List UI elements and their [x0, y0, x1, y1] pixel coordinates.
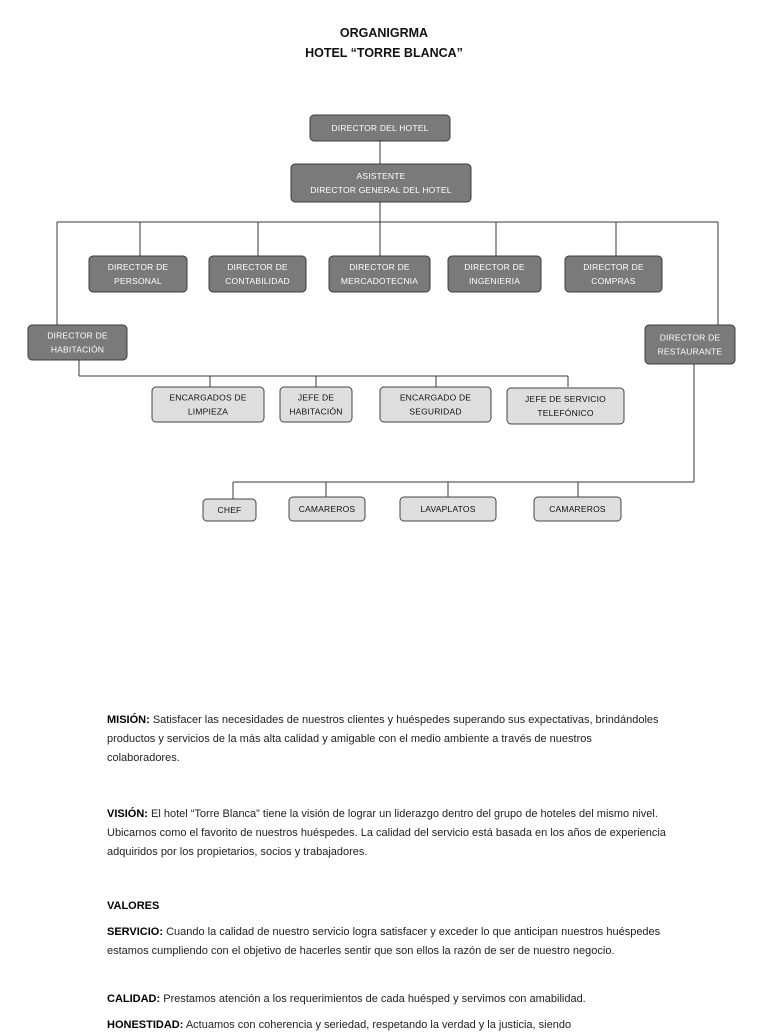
page-subtitle: HOTEL “TORRE BLANCA”: [305, 46, 463, 60]
servicio-paragraph: SERVICIO: Cuando la calidad de nuestro s…: [107, 923, 667, 961]
org-node-box: [644, 324, 736, 365]
org-node-label: HABITACIÓN: [51, 345, 104, 355]
org-node-habitacion: DIRECTOR DE HABITACIÓN: [27, 324, 128, 361]
mision-text: Satisfacer las necesidades de nuestros c…: [107, 714, 659, 764]
org-node-label: HABITACIÓN: [289, 407, 342, 417]
org-node-box: [27, 324, 128, 361]
org-node-label: MERCADOTECNIA: [341, 276, 418, 286]
org-node-mercadotecnia: DIRECTOR DE MERCADOTECNIA: [328, 255, 431, 293]
vision-paragraph: VISIÓN: El hotel “Torre Blanca” tiene la…: [107, 805, 667, 862]
calidad-label: CALIDAD:: [107, 993, 161, 1005]
org-node-chef: CHEF: [202, 498, 257, 522]
org-node-label: DIRECTOR GENERAL DEL HOTEL: [310, 185, 451, 195]
org-node-label: DIRECTOR DE: [660, 333, 721, 343]
org-node-personal: DIRECTOR DE PERSONAL: [88, 255, 188, 293]
org-node-label: SEGURIDAD: [409, 407, 461, 417]
org-node-box: [208, 255, 307, 293]
org-node-ingenieria: DIRECTOR DE INGENIERIA: [447, 255, 542, 293]
org-node-box: [290, 163, 472, 203]
org-node-label: CAMAREROS: [549, 504, 606, 514]
org-node-limpieza: ENCARGADOS DE LIMPIEZA: [151, 386, 265, 423]
org-node-restaurante: DIRECTOR DE RESTAURANTE: [644, 324, 736, 365]
org-node-box: [202, 498, 257, 522]
honestidad-paragraph: HONESTIDAD: Actuamos con coherencia y se…: [107, 1016, 667, 1035]
org-node-label: DIRECTOR DE: [583, 262, 644, 272]
org-chart: DIRECTOR DEL HOTEL ASISTENTE DIRECTOR GENE…: [27, 114, 736, 522]
org-node-box: [288, 496, 366, 522]
org-node-box: [447, 255, 542, 293]
org-node-label: DIRECTOR DE: [47, 331, 108, 341]
org-node-label: DIRECTOR DEL HOTEL: [331, 123, 428, 133]
org-node-box: [279, 386, 353, 423]
mision-paragraph: MISIÓN: Satisfacer las necesidades de nu…: [107, 711, 667, 768]
org-node-lavaplatos: LAVAPLATOS: [399, 496, 497, 522]
org-node-label: PERSONAL: [114, 276, 162, 286]
valores-heading: VALORES: [107, 900, 160, 912]
mision-label: MISIÓN:: [107, 714, 150, 726]
org-node-label: INGENIERIA: [469, 276, 520, 286]
vision-text: El hotel “Torre Blanca” tiene la visión …: [107, 808, 666, 858]
org-node-label: JEFE DE: [298, 393, 334, 403]
org-node-asistente: ASISTENTE DIRECTOR GENERAL DEL HOTEL: [290, 163, 472, 203]
servicio-label: SERVICIO:: [107, 926, 164, 938]
org-node-label: RESTAURANTE: [658, 347, 723, 357]
org-node-box: [88, 255, 188, 293]
vision-label: VISIÓN:: [107, 808, 148, 820]
org-node-box: [328, 255, 431, 293]
org-node-label: CAMAREROS: [299, 504, 356, 514]
org-node-camareros-2: CAMAREROS: [533, 496, 622, 522]
org-node-camareros-1: CAMAREROS: [288, 496, 366, 522]
org-node-label: LIMPIEZA: [188, 407, 228, 417]
org-node-telefonico: JEFE DE SERVICIO TELEFÓNICO: [506, 387, 625, 425]
org-node-director-hotel: DIRECTOR DEL HOTEL: [309, 114, 451, 142]
org-node-label: TELEFÓNICO: [537, 408, 594, 418]
org-node-label: CONTABILIDAD: [225, 276, 290, 286]
org-node-box: [533, 496, 622, 522]
org-node-compras: DIRECTOR DE COMPRAS: [564, 255, 663, 293]
org-node-label: ENCARGADO DE: [400, 393, 471, 403]
org-node-contabilidad: DIRECTOR DE CONTABILIDAD: [208, 255, 307, 293]
org-node-label: DIRECTOR DE: [108, 262, 169, 272]
org-node-box: [151, 386, 265, 423]
org-node-box: [399, 496, 497, 522]
org-node-label: DIRECTOR DE: [464, 262, 525, 272]
org-node-jefe-habitacion: JEFE DE HABITACIÓN: [279, 386, 353, 423]
calidad-paragraph: CALIDAD: Prestamos atención a los requer…: [107, 990, 667, 1009]
page-title: ORGANIGRMA: [339, 26, 429, 40]
org-node-label: LAVAPLATOS: [420, 504, 475, 514]
calidad-text: Prestamos atención a los requerimientos …: [163, 993, 586, 1005]
org-node-label: DIRECTOR DE: [227, 262, 288, 272]
org-node-seguridad: ENCARGADO DE SEGURIDAD: [379, 386, 492, 423]
honestidad-text: Actuamos con coherencia y seriedad, resp…: [185, 1019, 572, 1031]
org-node-box: [379, 386, 492, 423]
org-node-box: [564, 255, 663, 293]
org-node-label: COMPRAS: [591, 276, 636, 286]
org-connectors: [56, 141, 719, 499]
org-node-label: DIRECTOR DE: [349, 262, 410, 272]
org-node-label: CHEF: [218, 505, 242, 515]
org-node-box: [309, 114, 451, 142]
org-node-label: JEFE DE SERVICIO: [525, 394, 606, 404]
org-node-label: ENCARGADOS DE: [169, 393, 246, 403]
org-node-box: [506, 387, 625, 425]
org-node-label: ASISTENTE: [356, 171, 405, 181]
honestidad-label: HONESTIDAD:: [107, 1019, 184, 1031]
servicio-text: Cuando la calidad de nuestro servicio lo…: [107, 926, 661, 957]
